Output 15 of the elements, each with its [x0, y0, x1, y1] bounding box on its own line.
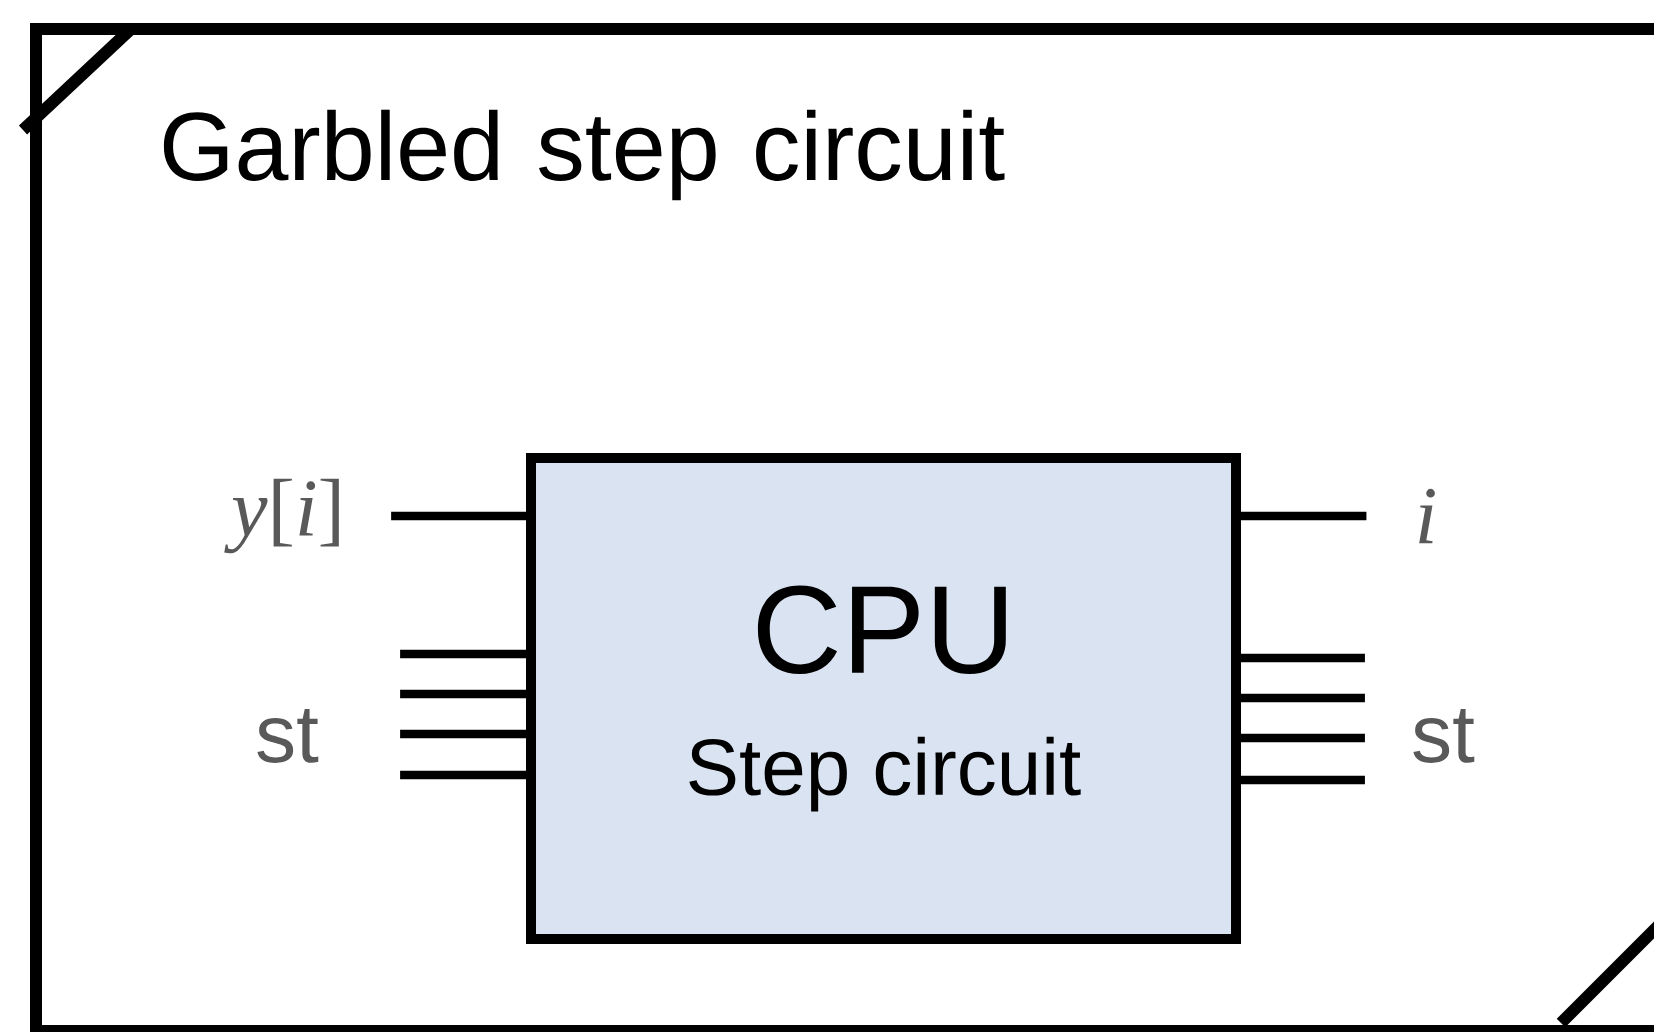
- signal-label: i: [1419, 488, 1435, 544]
- wire: [400, 729, 526, 739]
- cpu-box: CPU Step circuit: [526, 453, 1241, 944]
- wire: [391, 511, 526, 521]
- wire: [400, 649, 526, 659]
- signal-label: st: [1413, 709, 1475, 763]
- wire: [400, 770, 526, 780]
- wire: [1241, 511, 1367, 521]
- signal-label: st: [257, 709, 319, 763]
- wire: [1241, 733, 1365, 743]
- signal-label: y[i]: [224, 478, 339, 554]
- wire: [1241, 693, 1365, 703]
- wire: [1241, 775, 1365, 785]
- wire: [400, 689, 526, 699]
- wire: [1241, 653, 1365, 663]
